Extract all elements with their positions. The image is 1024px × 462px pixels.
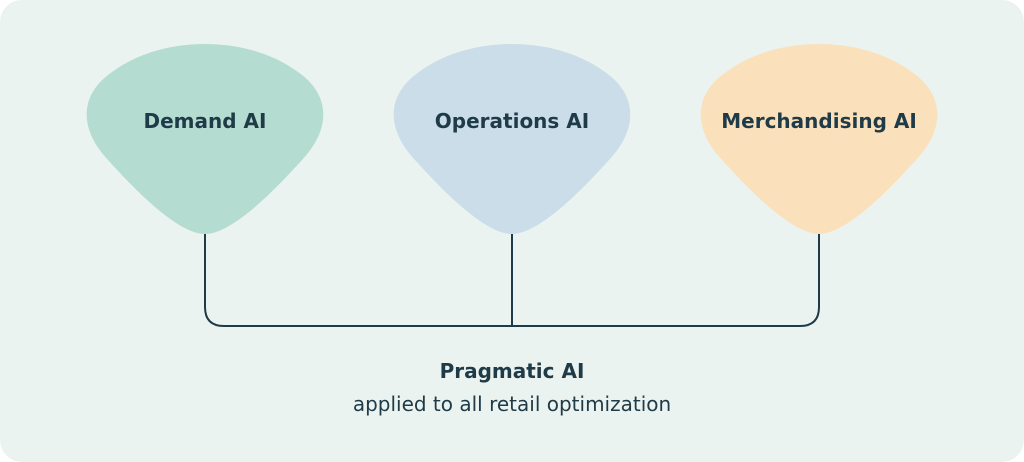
node-operations-ai: Operations AI bbox=[393, 44, 631, 234]
connector-lines bbox=[204, 234, 820, 327]
node-shape bbox=[700, 44, 938, 234]
node-merchandising-ai: Merchandising AI bbox=[700, 44, 938, 234]
node-shape bbox=[393, 44, 631, 234]
footer-subtitle: applied to all retail optimization bbox=[352, 392, 672, 416]
node-label: Merchandising AI bbox=[721, 109, 917, 133]
node-shape bbox=[86, 44, 324, 234]
node-demand-ai: Demand AI bbox=[86, 44, 324, 234]
node-label: Demand AI bbox=[144, 109, 267, 133]
footer-title: Pragmatic AI bbox=[439, 359, 585, 383]
node-label: Operations AI bbox=[435, 109, 589, 133]
